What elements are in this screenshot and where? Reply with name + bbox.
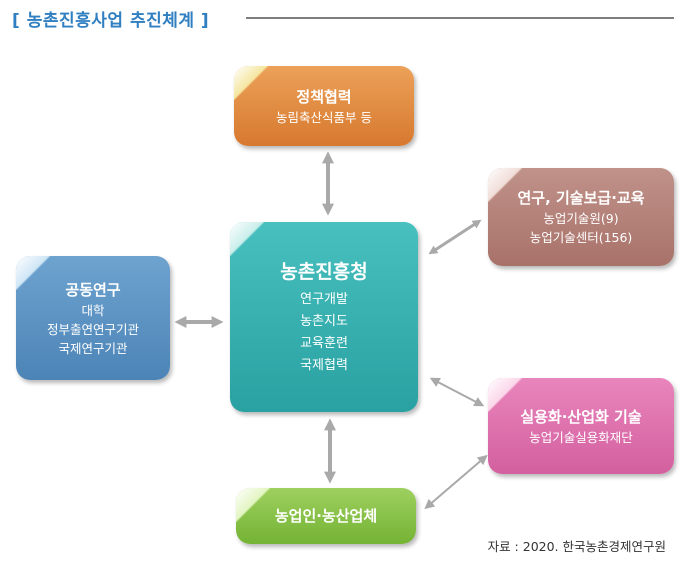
node-commerce-line: 농업기술실용화재단 xyxy=(529,429,633,445)
page-fold-decoration xyxy=(488,378,522,412)
page-fold-decoration xyxy=(488,168,522,202)
node-research-line: 농업기술센터(156) xyxy=(529,230,633,245)
node-research-extension: 연구, 기술보급·교육 농업기술원(9) 농업기술센터(156) xyxy=(488,168,674,266)
node-rda-line: 교육훈련 xyxy=(300,336,348,351)
page-fold-decoration xyxy=(234,66,268,100)
node-rda-line: 농촌지도 xyxy=(300,314,348,329)
node-policy-line: 농림축산식품부 등 xyxy=(276,109,372,125)
arrow-farmer-commerce xyxy=(424,454,488,510)
page-fold-decoration xyxy=(230,222,264,256)
node-research-line: 농업기술원(9) xyxy=(543,211,619,226)
node-joint-line: 정부출연연구기관 xyxy=(46,321,139,337)
node-joint-research: 공동연구 대학 정부출연연구기관 국제연구기관 xyxy=(16,256,170,380)
node-joint-title: 공동연구 xyxy=(65,280,121,299)
title-divider xyxy=(246,17,674,19)
source-note: 자료 : 2020. 한국농촌경제연구원 xyxy=(487,539,666,554)
node-policy-title: 정책협력 xyxy=(296,87,352,106)
node-rda-title: 농촌진흥청 xyxy=(280,261,368,283)
node-rda-line: 연구개발 xyxy=(300,292,348,307)
page-fold-decoration xyxy=(236,488,270,522)
node-research-title: 연구, 기술보급·교육 xyxy=(517,189,645,207)
node-rda: 농촌진흥청 연구개발 농촌지도 교육훈련 국제협력 xyxy=(230,222,418,412)
node-joint-line: 대학 xyxy=(81,302,105,318)
diagram-title: [ 농촌진흥사업 추진체계 ] xyxy=(12,11,210,31)
node-policy-cooperation: 정책협력 농림축산식품부 등 xyxy=(234,66,414,146)
node-joint-line: 국제연구기관 xyxy=(58,340,128,356)
arrow-center-research xyxy=(428,219,482,255)
node-rda-line: 국제협력 xyxy=(300,358,348,373)
node-farmers-agribusiness: 농업인·농산업체 xyxy=(236,488,416,544)
arrow-center-commerce xyxy=(429,377,485,407)
node-commercialization: 실용화·산업화 기술 농업기술실용화재단 xyxy=(488,378,674,474)
node-farmer-title: 농업인·농산업체 xyxy=(274,507,378,525)
node-commerce-title: 실용화·산업화 기술 xyxy=(520,407,642,426)
page-fold-decoration xyxy=(16,256,50,290)
